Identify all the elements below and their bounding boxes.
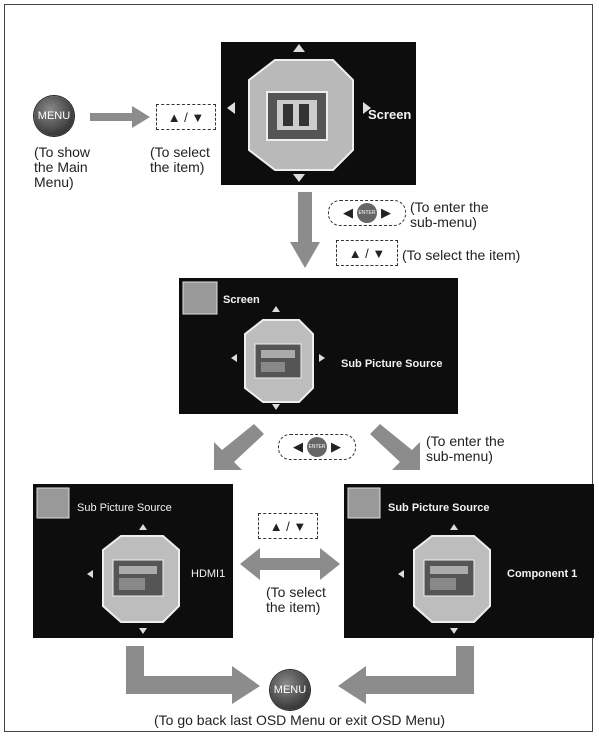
- hdmi-screen-title: Sub Picture Source: [77, 502, 172, 514]
- component-graphic: [347, 487, 491, 634]
- hdmi-screen: Sub Picture Source HDMI1: [33, 484, 233, 638]
- up-down-key[interactable]: ▲ / ▼: [156, 104, 216, 130]
- down-left-arrow-icon: [214, 424, 264, 470]
- down-arrow-icon: [290, 192, 320, 268]
- up-down-key-label: ▲ / ▼: [167, 109, 205, 125]
- sub-menu-graphic: [182, 281, 325, 410]
- go-back-label: (To go back last OSD Menu or exit OSD Me…: [154, 712, 445, 728]
- sub-screen-label: Sub Picture Source: [341, 358, 443, 370]
- menu-button-bottom[interactable]: MENU: [270, 670, 310, 710]
- select-item-label-mid: (To select the item): [402, 247, 521, 263]
- show-main-menu-label: (To show the Main Menu): [34, 144, 91, 190]
- up-down-key-bottom-label: ▲ / ▼: [269, 518, 307, 534]
- menu-button-bottom-label: MENU: [273, 684, 307, 696]
- main-menu-graphic: [227, 44, 371, 182]
- hdmi-graphic: [36, 487, 180, 634]
- left-key-icon: ◀: [343, 205, 353, 220]
- right-key-icon-2: ▶: [331, 439, 341, 454]
- enter-submenu-label-2: (To enter the sub-menu): [426, 433, 505, 464]
- main-menu-screen: Screen: [221, 42, 416, 185]
- component-screen-label: Component 1: [507, 568, 578, 580]
- menu-button[interactable]: MENU: [34, 96, 74, 136]
- curved-right-arrow-icon: [126, 646, 260, 704]
- sub-menu-screen: Screen Sub Picture Source: [179, 278, 458, 414]
- right-arrow-icon: [90, 106, 150, 128]
- hdmi-screen-label: HDMI1: [191, 568, 226, 580]
- curved-left-arrow-icon: [338, 646, 474, 704]
- select-item-label-bottom: (To select the item): [266, 584, 326, 615]
- right-key-icon: ▶: [381, 205, 391, 220]
- select-item-label-top: (To select the item): [150, 144, 210, 175]
- component-screen-title: Sub Picture Source: [388, 502, 490, 514]
- up-down-key-mid[interactable]: ▲ / ▼: [336, 240, 398, 266]
- up-down-key-mid-label: ▲ / ▼: [348, 245, 386, 261]
- double-arrow-icon: [240, 548, 340, 580]
- enter-button[interactable]: ENTER: [357, 203, 377, 223]
- diagram-frame: [4, 4, 593, 732]
- enter-submenu-label-1: (To enter the sub-menu): [410, 199, 489, 230]
- component-screen: Sub Picture Source Component 1: [344, 484, 594, 638]
- sub-screen-title: Screen: [223, 294, 260, 306]
- menu-button-label: MENU: [37, 110, 71, 122]
- up-down-key-bottom[interactable]: ▲ / ▼: [258, 513, 318, 539]
- down-right-arrow-icon: [370, 424, 420, 470]
- left-key-icon-2: ◀: [293, 439, 303, 454]
- left-enter-right-key[interactable]: ◀ ENTER ▶: [328, 200, 406, 226]
- left-enter-right-key-2[interactable]: ◀ ENTER ▶: [278, 434, 356, 460]
- enter-button-2[interactable]: ENTER: [307, 437, 327, 457]
- main-screen-label: Screen: [368, 107, 412, 122]
